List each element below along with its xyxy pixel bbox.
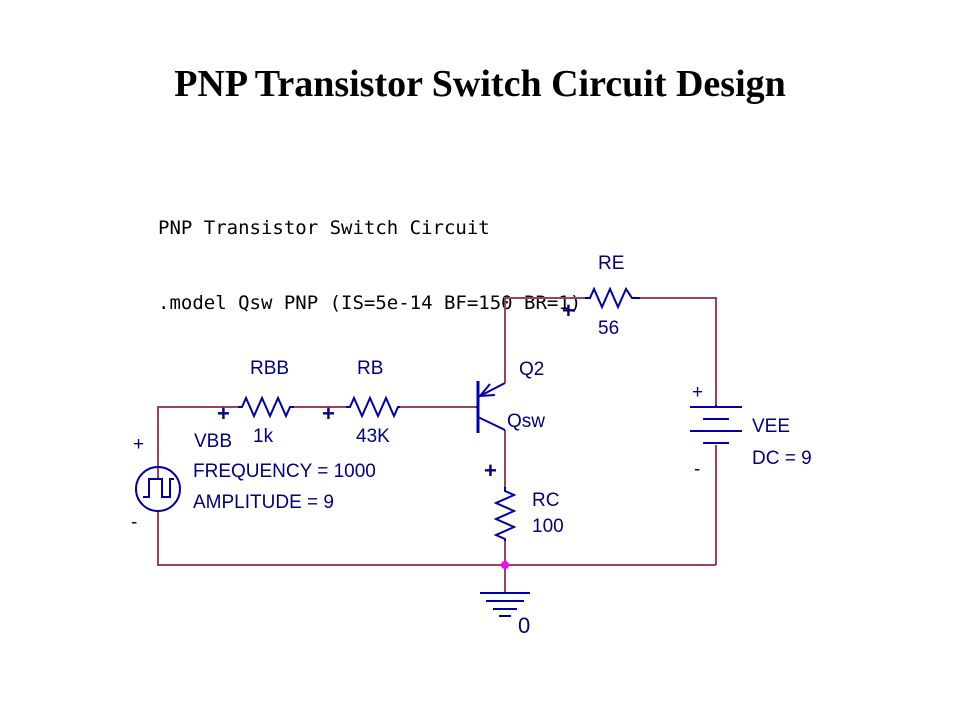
q2-collector (477, 416, 506, 431)
rc-value-label: 100 (532, 516, 564, 537)
resistor-rb (346, 395, 400, 419)
q2-emitter (477, 382, 506, 398)
vee-name-label: VEE (752, 416, 790, 437)
rb-value-label: 43K (356, 426, 390, 447)
resistor-rbb (238, 395, 294, 419)
vbb-minus-sign: - (131, 512, 137, 533)
rb-plus-sign: + (322, 401, 335, 426)
vee-minus-sign: - (694, 459, 700, 480)
netlist-header: PNP Transistor Switch Circuit .model Qsw… (158, 166, 581, 341)
re-value-label: 56 (598, 318, 619, 339)
square-wave-icon (143, 478, 174, 498)
rbb-value-label: 1k (253, 426, 274, 447)
pulse-source-vbb (135, 466, 181, 512)
ground-node-dot (501, 561, 509, 569)
vbb-name-label: VBB (194, 431, 232, 452)
rbb-name-label: RBB (250, 358, 289, 379)
battery-vee (690, 405, 742, 444)
vbb-plus-sign: + (133, 434, 144, 455)
q2-model-label: Qsw (507, 411, 545, 432)
resistor-rc (493, 487, 517, 541)
vee-param-label: DC = 9 (752, 448, 812, 469)
ground-node-label: 0 (518, 613, 530, 638)
re-plus-sign: + (562, 298, 575, 323)
page-title: PNP Transistor Switch Circuit Design (174, 63, 786, 105)
rc-name-label: RC (532, 490, 559, 511)
vbb-frequency-label: FREQUENCY = 1000 (193, 461, 376, 482)
q2-emitter-arrow-icon (477, 383, 496, 398)
wire-re-to-vee (640, 297, 717, 405)
transistor-q2 (476, 381, 506, 433)
resistor-re (585, 286, 640, 310)
q2-name-label: Q2 (519, 359, 544, 380)
rb-name-label: RB (357, 358, 383, 379)
ground-symbol (480, 592, 530, 617)
wire-bottom-rail (157, 511, 716, 566)
netlist-title-line: PNP Transistor Switch Circuit (158, 217, 490, 239)
rc-plus-sign: + (484, 458, 497, 483)
wire-vbb-top-to-rbb (157, 406, 238, 480)
wire-emitter-to-re (504, 297, 585, 383)
rbb-plus-sign: + (217, 401, 230, 426)
wires (157, 297, 717, 592)
re-name-label: RE (598, 253, 624, 274)
vbb-source-circle (135, 466, 181, 512)
netlist-model-line: .model Qsw PNP (IS=5e-14 BF=150 BR=1) (158, 292, 582, 314)
vbb-amplitude-label: AMPLITUDE = 9 (193, 492, 334, 513)
vee-plus-sign: + (692, 382, 703, 403)
